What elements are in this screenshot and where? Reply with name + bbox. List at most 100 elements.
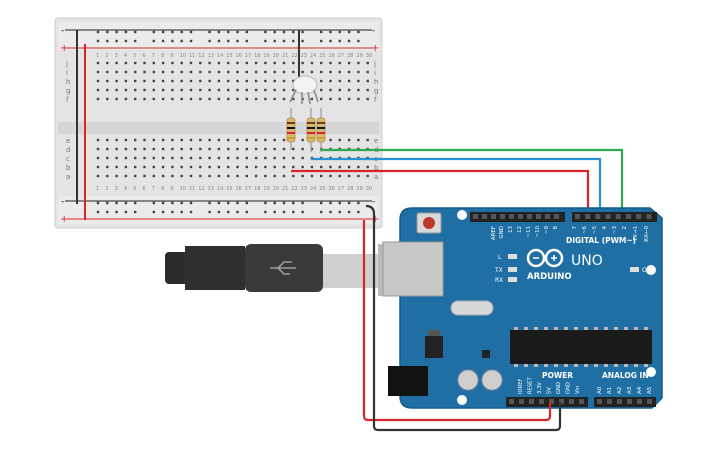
breadboard-hole[interactable] [329,210,332,214]
breadboard-hole[interactable] [227,174,230,178]
breadboard-hole[interactable] [236,165,239,169]
breadboard-hole[interactable] [264,30,267,34]
breadboard-hole[interactable] [208,156,211,160]
resistors[interactable] [286,108,326,152]
breadboard-hole[interactable] [180,138,183,142]
breadboard-hole[interactable] [236,138,239,142]
breadboard-hole[interactable] [273,97,276,101]
breadboard-hole[interactable] [236,30,239,34]
breadboard-hole[interactable] [134,97,137,101]
breadboard-hole[interactable] [366,79,369,83]
breadboard-hole[interactable] [161,210,165,214]
breadboard-hole[interactable] [189,165,193,169]
breadboard-hole[interactable] [236,79,239,83]
breadboard-hole[interactable] [357,97,360,101]
breadboard-hole[interactable] [264,138,267,142]
power-header[interactable] [506,397,588,407]
breadboard-hole[interactable] [357,174,360,178]
breadboard-hole[interactable] [115,97,118,101]
breadboard-hole[interactable] [124,61,128,65]
breadboard-hole[interactable] [227,97,230,101]
breadboard-hole[interactable] [143,88,146,92]
breadboard-hole[interactable] [338,210,341,214]
breadboard-hole[interactable] [189,138,193,142]
digital-header[interactable] [470,212,657,222]
breadboard-hole[interactable] [161,147,165,151]
breadboard-hole[interactable] [124,201,128,205]
breadboard-hole[interactable] [180,156,183,160]
breadboard-hole[interactable] [124,138,128,142]
breadboard-hole[interactable] [152,79,155,83]
breadboard-hole[interactable] [227,165,230,169]
breadboard-hole[interactable] [171,39,174,43]
breadboard-hole[interactable] [180,61,183,65]
breadboard-hole[interactable] [245,156,248,160]
breadboard-hole[interactable] [273,210,276,214]
breadboard-hole[interactable] [134,138,137,142]
breadboard-hole[interactable] [273,79,276,83]
header-pin[interactable] [637,399,642,404]
breadboard-hole[interactable] [338,30,341,34]
breadboard-hole[interactable] [152,147,155,151]
breadboard-hole[interactable] [245,165,248,169]
breadboard-hole[interactable] [357,165,360,169]
breadboard-hole[interactable] [282,201,286,205]
breadboard-hole[interactable] [227,138,230,142]
breadboard-hole[interactable] [199,79,202,83]
header-pin[interactable] [500,214,505,219]
breadboard-hole[interactable] [115,88,118,92]
breadboard-hole[interactable] [161,138,165,142]
breadboard-hole[interactable] [208,147,211,151]
breadboard-hole[interactable] [320,70,323,74]
breadboard-hole[interactable] [189,70,193,74]
breadboard-hole[interactable] [115,39,118,43]
breadboard-hole[interactable] [124,97,128,101]
breadboard-hole[interactable] [124,39,128,43]
breadboard-hole[interactable] [227,88,230,92]
breadboard-hole[interactable] [245,61,248,65]
breadboard-hole[interactable] [347,174,351,178]
breadboard-hole[interactable] [301,174,304,178]
breadboard-hole[interactable] [245,174,248,178]
breadboard-hole[interactable] [329,30,332,34]
breadboard-hole[interactable] [115,201,118,205]
breadboard-hole[interactable] [338,97,341,101]
breadboard-hole[interactable] [245,201,248,205]
breadboard-hole[interactable] [301,70,304,74]
breadboard-hole[interactable] [329,39,332,43]
breadboard-hole[interactable] [301,201,304,205]
breadboard-hole[interactable] [320,30,323,34]
breadboard-hole[interactable] [171,147,174,151]
breadboard-hole[interactable] [292,210,295,214]
breadboard-hole[interactable] [217,147,221,151]
breadboard-hole[interactable] [180,201,183,205]
breadboard-hole[interactable] [292,174,295,178]
breadboard-hole[interactable] [320,39,323,43]
breadboard-hole[interactable] [106,88,109,92]
breadboard-hole[interactable] [189,39,193,43]
breadboard-hole[interactable] [115,79,118,83]
breadboard-hole[interactable] [264,97,267,101]
breadboard-hole[interactable] [217,138,221,142]
breadboard-hole[interactable] [143,165,146,169]
breadboard-hole[interactable] [152,156,155,160]
breadboard-hole[interactable] [245,39,248,43]
breadboard-hole[interactable] [152,201,155,205]
breadboard-hole[interactable] [273,61,276,65]
breadboard-hole[interactable] [180,147,183,151]
breadboard-hole[interactable] [366,97,369,101]
breadboard-hole[interactable] [199,88,202,92]
breadboard-hole[interactable] [217,61,221,65]
breadboard-hole[interactable] [282,147,286,151]
breadboard-hole[interactable] [366,88,369,92]
breadboard-hole[interactable] [217,156,221,160]
breadboard-hole[interactable] [310,70,314,74]
breadboard-hole[interactable] [106,70,109,74]
breadboard-hole[interactable] [254,97,258,101]
breadboard-hole[interactable] [366,70,369,74]
breadboard-hole[interactable] [273,147,276,151]
breadboard-hole[interactable] [329,174,332,178]
breadboard-hole[interactable] [208,201,211,205]
breadboard-hole[interactable] [282,88,286,92]
breadboard-hole[interactable] [96,201,100,205]
